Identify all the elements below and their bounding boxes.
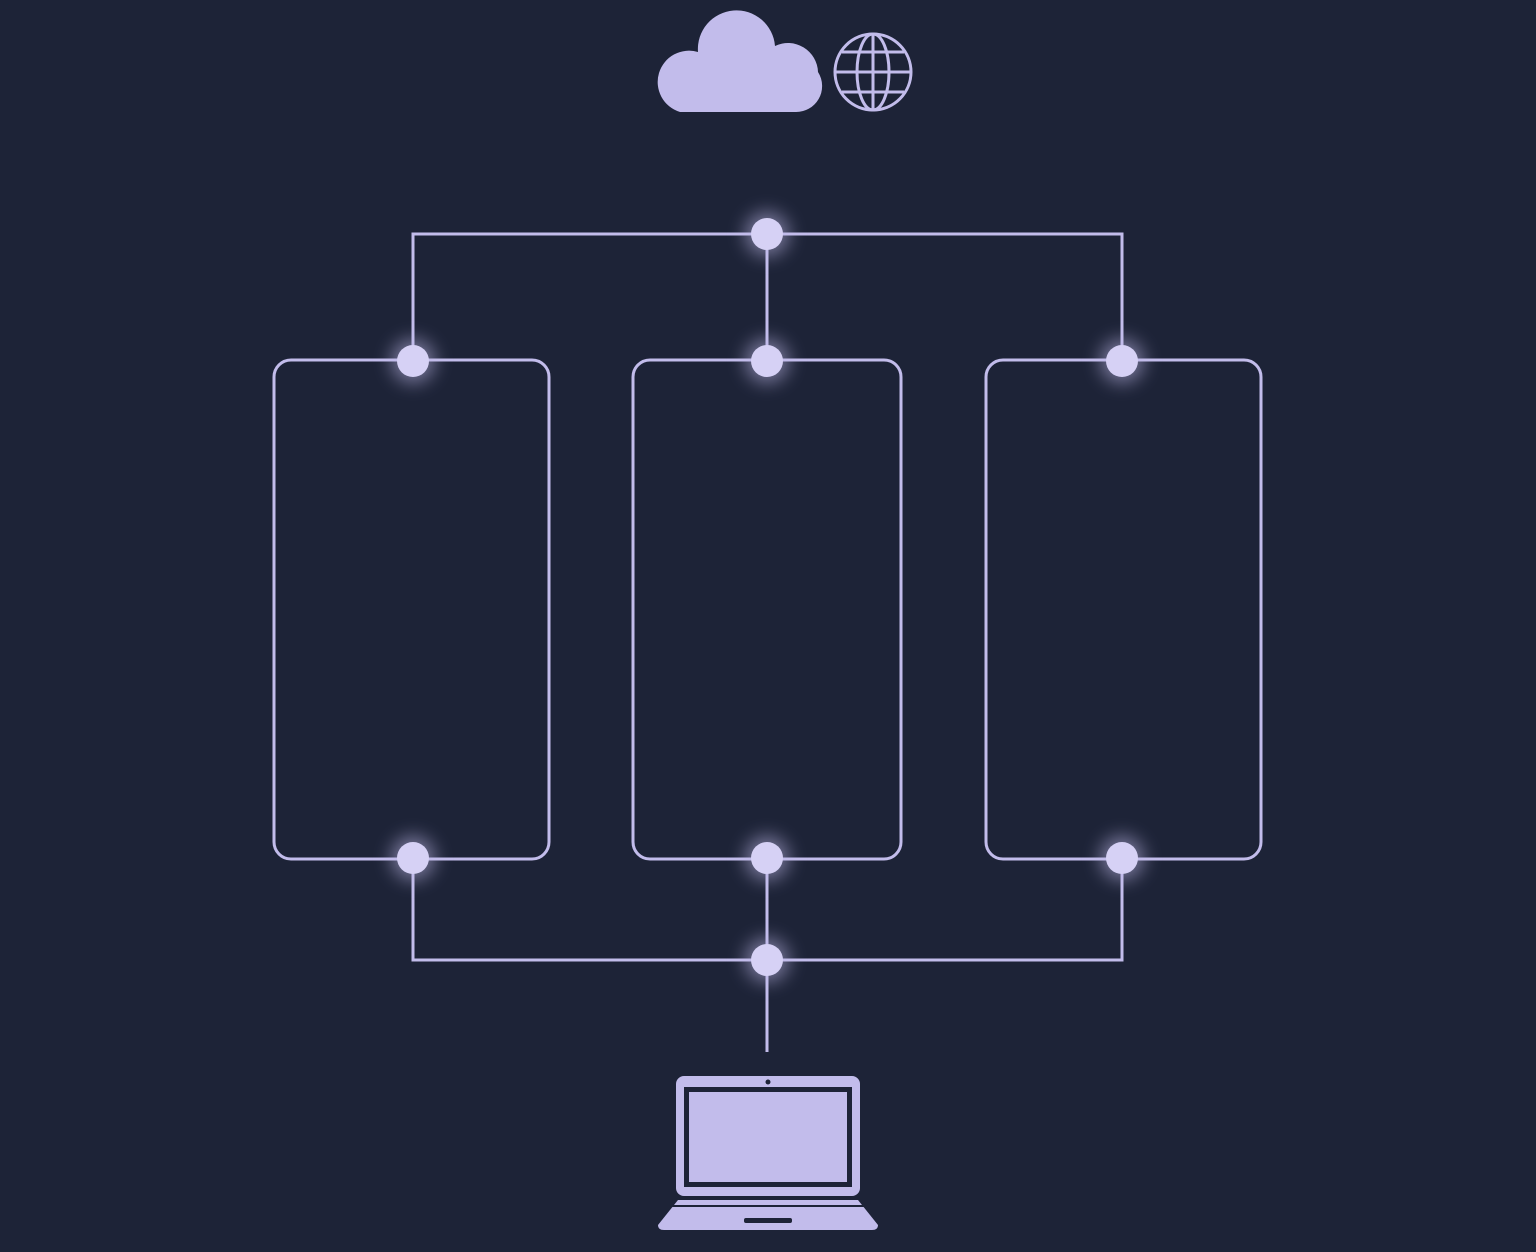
node-panel-right-top [1100, 339, 1144, 383]
nodes [391, 212, 1144, 982]
node-panel-left-top [391, 339, 435, 383]
node-panel-left-bottom [391, 836, 435, 880]
node-panel-center-bottom [745, 836, 789, 880]
globe-icon [833, 32, 913, 112]
node-bottom-hub [745, 938, 789, 982]
node-panel-right-bottom [1100, 836, 1144, 880]
laptop-icon [658, 1076, 878, 1230]
node-panel-center-top [745, 339, 789, 383]
node-top-hub [745, 212, 789, 256]
cloud-icon [657, 10, 823, 113]
